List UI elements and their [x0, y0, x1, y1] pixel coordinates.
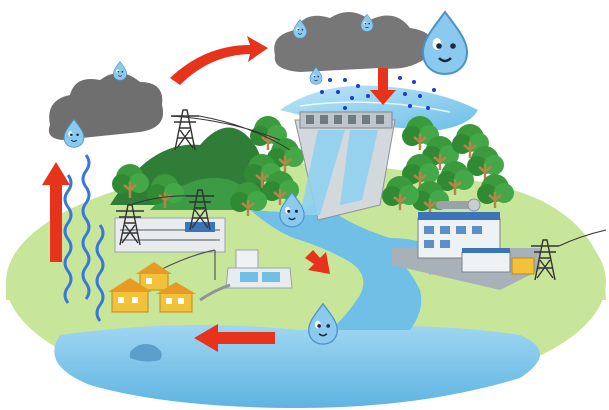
- rain: [320, 76, 436, 110]
- dam: [294, 111, 396, 221]
- water-treatment-plant: [199, 249, 293, 302]
- river: [250, 200, 442, 330]
- water-vapor: [63, 154, 105, 322]
- lake: [54, 325, 541, 408]
- power-station: [392, 198, 540, 290]
- transmission-lines: [115, 109, 607, 281]
- red-arrow: [42, 36, 396, 352]
- houses: [108, 262, 196, 313]
